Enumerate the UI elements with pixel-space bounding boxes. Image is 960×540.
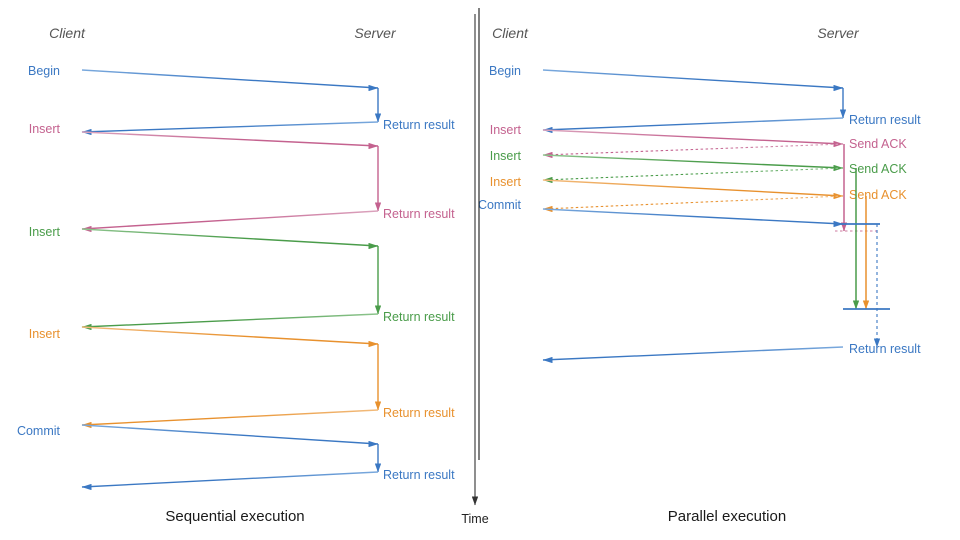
message-line — [542, 69, 844, 92]
time-axis-label: Time — [461, 512, 488, 526]
message-line — [81, 69, 379, 92]
message-label: Begin — [28, 64, 60, 78]
message-label: Insert — [29, 122, 61, 136]
message-label: Insert — [490, 123, 522, 137]
message-line — [542, 195, 844, 213]
message-line — [81, 121, 379, 136]
message-insert2-return: Return result — [81, 310, 455, 331]
message-insert3-request: Insert — [490, 175, 844, 200]
message-insert3-request: Insert — [29, 326, 379, 348]
message-line — [542, 208, 844, 228]
lane-title-server: Server — [354, 25, 397, 41]
message-label: Return result — [849, 342, 921, 356]
message-line — [542, 154, 844, 172]
message-label: Insert — [490, 175, 522, 189]
message-line — [542, 167, 844, 184]
message-line — [542, 179, 844, 200]
message-line — [542, 346, 844, 364]
message-line — [81, 313, 379, 331]
message-insert1-return: Return result — [81, 207, 455, 233]
message-label: Insert — [490, 149, 522, 163]
message-insert2-ack: Send ACK — [542, 162, 907, 184]
message-label: Return result — [383, 310, 455, 324]
lane-title-client: Client — [49, 25, 86, 41]
message-label: Insert — [29, 225, 61, 239]
message-insert1-request: Insert — [29, 122, 379, 150]
message-commit-request: Commit — [478, 198, 844, 228]
message-line — [542, 129, 844, 148]
message-line — [81, 131, 379, 150]
message-line — [81, 326, 379, 348]
message-label: Send ACK — [849, 188, 907, 202]
message-label: Begin — [489, 64, 521, 78]
message-insert3-return: Return result — [81, 406, 455, 429]
message-label: Return result — [849, 113, 921, 127]
message-begin-return: Return result — [81, 118, 455, 136]
message-line — [81, 471, 379, 491]
message-begin-return: Return result — [542, 113, 921, 134]
message-label: Insert — [29, 327, 61, 341]
message-line — [81, 424, 379, 448]
message-label: Return result — [383, 406, 455, 420]
message-line — [542, 143, 844, 159]
lane-title-server: Server — [817, 25, 860, 41]
message-commit-request: Commit — [17, 424, 379, 448]
message-label: Commit — [17, 424, 61, 438]
message-begin-request: Begin — [489, 64, 844, 92]
message-insert3-ack: Send ACK — [542, 188, 907, 213]
message-line — [542, 117, 844, 134]
message-commit-return: Return result — [81, 468, 455, 491]
message-label: Return result — [383, 468, 455, 482]
message-label: Send ACK — [849, 137, 907, 151]
panel-caption: Parallel execution — [668, 508, 786, 525]
message-insert2-request: Insert — [29, 225, 379, 250]
lane-title-client: Client — [492, 25, 529, 41]
message-label: Return result — [383, 207, 455, 221]
message-begin-request: Begin — [28, 64, 379, 92]
time-axis-layer: Time — [461, 14, 489, 526]
message-label: Commit — [478, 198, 522, 212]
message-line — [81, 210, 379, 233]
message-line — [81, 228, 379, 250]
message-line — [81, 409, 379, 429]
message-commit-return: Return result — [542, 342, 921, 364]
message-label: Return result — [383, 118, 455, 132]
message-insert1-request: Insert — [490, 123, 844, 148]
message-insert2-request: Insert — [490, 149, 844, 172]
message-insert1-ack: Send ACK — [542, 137, 907, 159]
message-label: Send ACK — [849, 162, 907, 176]
panel-caption: Sequential execution — [165, 508, 304, 525]
